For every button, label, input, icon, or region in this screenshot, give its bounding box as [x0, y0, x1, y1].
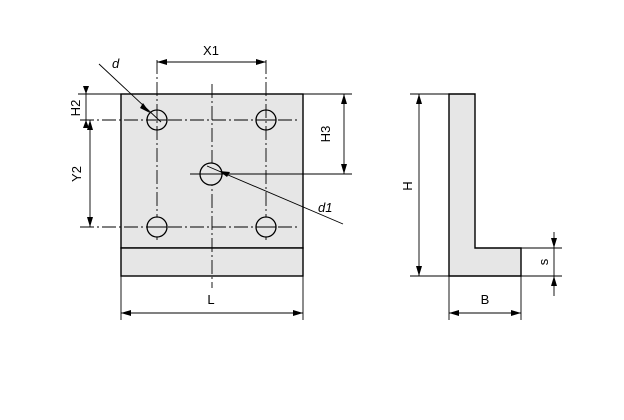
dim-y2: Y2 [69, 120, 93, 227]
label-x1: X1 [203, 43, 219, 58]
dim-h: H [400, 93, 449, 277]
label-y2: Y2 [69, 166, 84, 182]
label-h3: H3 [318, 126, 333, 143]
label-l: L [207, 292, 214, 307]
dim-d1: d1 [206, 165, 344, 225]
label-h: H [400, 181, 415, 190]
dim-b: B [448, 276, 522, 320]
label-d: d [112, 56, 120, 71]
dim-l: L [120, 276, 304, 320]
l-profile [448, 93, 522, 277]
front-view [80, 60, 352, 288]
dim-h3: H3 [303, 93, 352, 174]
dim-h2: H2 [68, 86, 121, 128]
label-d1: d1 [318, 200, 332, 215]
label-b: B [481, 292, 490, 307]
dim-s: s [521, 232, 562, 296]
dim-d: d [98, 56, 162, 123]
dim-x1: X1 [157, 43, 266, 65]
label-s: s [536, 258, 551, 265]
side-view [448, 93, 522, 277]
label-h2: H2 [68, 100, 83, 117]
